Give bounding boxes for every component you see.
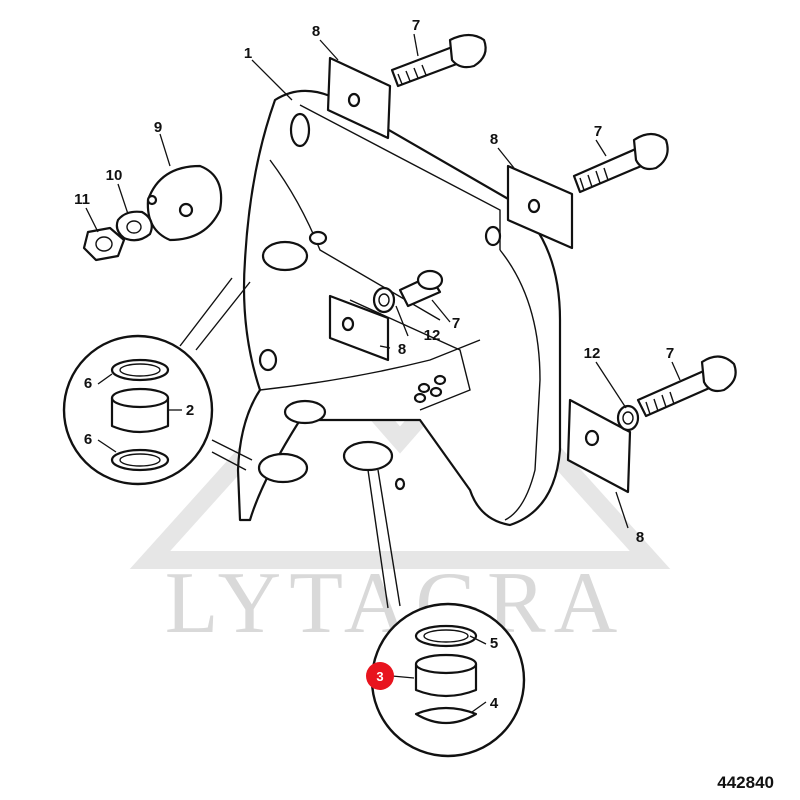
callout-12-inner: 12: [424, 327, 441, 344]
callout-7-middle: 7: [594, 123, 602, 140]
callout-6-lower: 6: [84, 431, 92, 448]
callout-8-lower: 8: [636, 529, 644, 546]
callout-2: 2: [186, 402, 194, 419]
callout-9: 9: [154, 119, 162, 136]
callout-8-top: 8: [312, 23, 320, 40]
callout-4: 4: [490, 695, 499, 712]
housing-bracket: [236, 89, 562, 527]
callout-5: 5: [490, 635, 498, 652]
inset-left: [62, 277, 253, 486]
callouts: 1 2 3 4 5 6 6 7 7 7 7 8 8 8 8 9 10 11 12…: [74, 17, 674, 712]
callout-6-upper: 6: [84, 375, 92, 392]
callout-10: 10: [106, 167, 123, 184]
callout-3: 3: [376, 669, 383, 684]
washers: [372, 286, 640, 432]
callout-7-top: 7: [412, 17, 420, 34]
callout-3-highlight: [366, 662, 394, 690]
wear-plates: [326, 56, 632, 494]
callout-11: 11: [74, 191, 90, 208]
leader-lines: [85, 33, 681, 713]
callout-8-inner: 8: [398, 341, 406, 358]
callout-1: 1: [244, 45, 252, 62]
callout-7-lower: 7: [666, 345, 674, 362]
bolts: [390, 33, 737, 418]
figure-number: 442840: [717, 773, 774, 792]
inset-bottom: [367, 469, 526, 758]
hub-assembly: [82, 164, 223, 262]
callout-8-middle: 8: [490, 131, 498, 148]
callout-7-inner: 7: [452, 315, 460, 332]
callout-12-lower: 12: [584, 345, 601, 362]
